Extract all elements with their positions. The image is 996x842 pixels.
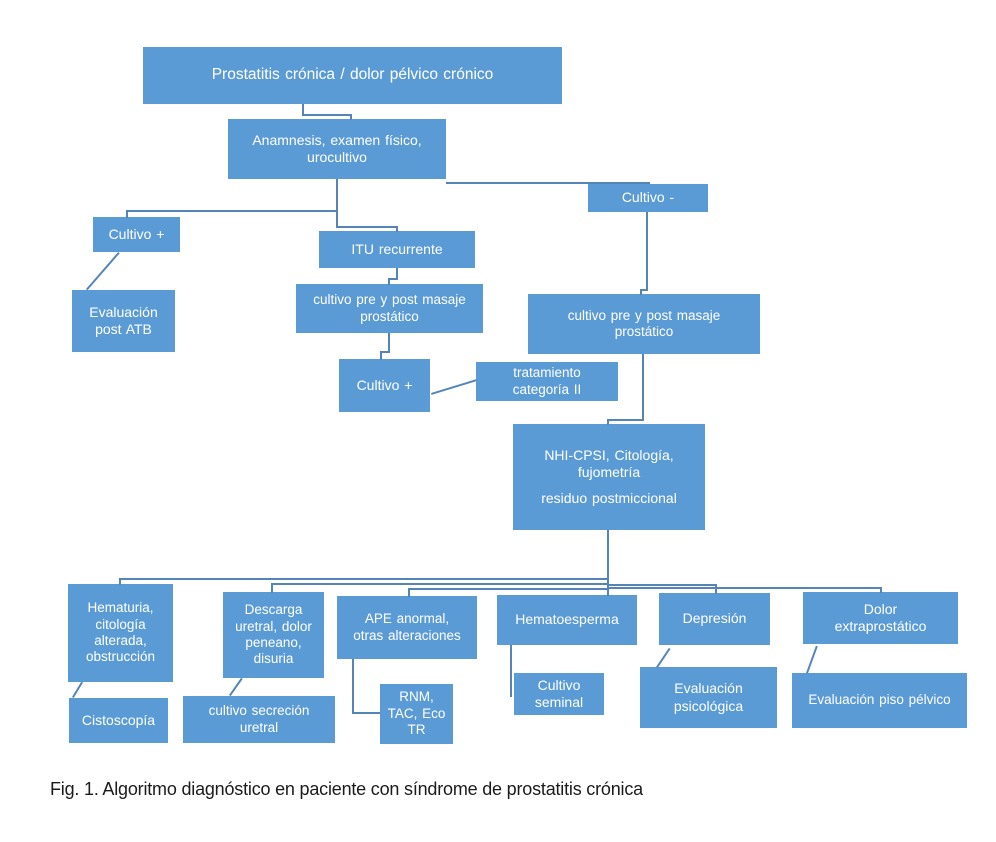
connector-fan-to-hematuria-v — [119, 578, 121, 585]
connector-fan-to-dolor-h — [607, 587, 882, 589]
node-descarga-uretral: Descarga uretral, dolor peneano, disuria — [223, 592, 324, 678]
connector-cultivo2-to-tratamiento — [431, 379, 477, 395]
node-cultivo-masaje-prostatico-izquierda: cultivo pre y post masaje prostático — [296, 284, 483, 333]
node-dolor-extraprostatico: Dolor extraprostático — [803, 592, 958, 644]
connector-fan-to-descarga-h — [271, 583, 609, 585]
connector-fan-to-ape-h — [408, 588, 609, 590]
node-rnm-tac-eco-tr: RNM, TAC, Eco TR — [380, 684, 453, 744]
node-cultivo-positivo: Cultivo + — [93, 217, 180, 252]
connector-to-itu-v — [396, 226, 398, 232]
connector-masaje-to-cultivo2-h — [380, 351, 390, 353]
node-nhi-cpsi: NHI-CPSI, Citología, fujometría residuo … — [513, 424, 705, 530]
connector-fan-to-dolor-v — [880, 587, 882, 593]
connector-itu-to-masaje-h — [388, 278, 398, 280]
node-nhi-cpsi-line2: residuo postmiccional — [541, 490, 677, 507]
connector-cultivo-negativo-foot-v — [640, 289, 642, 295]
node-evaluacion-piso-pelvico: Evaluación piso pélvico — [792, 673, 967, 728]
node-cultivo-negativo: Cultivo - — [588, 184, 708, 212]
node-prostatitis-cronica: Prostatitis crónica / dolor pélvico crón… — [143, 47, 562, 104]
node-evaluacion-post-atb: Evaluación post ATB — [72, 290, 175, 352]
connector-fan-to-depresion-h — [607, 584, 717, 586]
node-anamnesis: Anamnesis, examen físico, urocultivo — [228, 119, 446, 179]
connector-anamnesis-stem — [336, 179, 338, 228]
connector-depresion-to-psicologica — [656, 647, 671, 669]
connector-cultivo-negativo-down-v — [646, 212, 648, 291]
connector-to-itu-h — [336, 226, 398, 228]
connector-ape-to-rnm-v — [352, 659, 354, 714]
connector-dolor-to-piso-pelvico — [806, 645, 818, 674]
node-cultivo-seminal: Cultivo seminal — [514, 673, 604, 715]
connector-fan-to-descarga-v — [271, 583, 273, 593]
connector-root-to-anamnesis-h — [302, 114, 352, 116]
connector-to-cultivo-positivo-h — [126, 210, 338, 212]
node-hematuria: Hematuria, citología alterada, obstrucci… — [68, 584, 173, 682]
node-itu-recurrente: ITU recurrente — [319, 231, 475, 268]
connector-masaje-to-cultivo2-v — [388, 333, 390, 353]
connector-nhi-stem — [607, 530, 609, 596]
connector-fan-to-depresion-v — [715, 584, 717, 594]
connector-fan-to-ape-v — [408, 588, 410, 597]
node-ape-anormal: APE anormal, otras alteraciones — [337, 596, 477, 659]
connector-to-cultivo-positivo-v — [126, 210, 128, 218]
connector-masaje-to-nhi-v — [642, 354, 644, 421]
connector-cultivo-positivo-to-eval-atb — [86, 252, 120, 291]
connector-masaje-to-nhi-h — [607, 419, 644, 421]
figure-caption: Fig. 1. Algoritmo diagnóstico en pacient… — [50, 779, 643, 799]
connector-root-to-anamnesis-v2 — [350, 114, 352, 120]
node-cultivo-masaje-prostatico-derecha: cultivo pre y post masaje prostático — [528, 294, 760, 354]
connector-masaje-to-cultivo2-v2 — [380, 351, 382, 360]
node-hematoesperma: Hematoesperma — [497, 595, 637, 645]
connector-hematuria-to-cistoscopia — [72, 681, 83, 699]
connector-itu-to-masaje-v2 — [388, 278, 390, 285]
connector-itu-to-masaje-v — [396, 268, 398, 280]
connector-ape-to-rnm-h — [352, 712, 380, 714]
connector-descarga-to-secrecion — [229, 677, 243, 697]
connector-to-cultivo-negativo-h — [446, 182, 650, 184]
node-tratamiento-categoria-ii: tratamiento categoría II — [476, 362, 618, 401]
node-depresion: Depresión — [659, 593, 770, 645]
connector-fan-to-hematuria-h — [119, 578, 609, 580]
node-cultivo-positivo-2: Cultivo + — [339, 359, 430, 412]
connector-hematoesperma-to-seminal-v — [510, 645, 512, 697]
connector-root-to-anamnesis-v — [302, 104, 304, 116]
node-cistoscopia: Cistoscopía — [69, 698, 168, 743]
node-evaluacion-psicologica: Evaluación psicológica — [640, 667, 777, 728]
node-nhi-cpsi-line1: NHI-CPSI, Citología, fujometría — [544, 446, 674, 480]
connector-masaje-to-nhi-v2 — [607, 419, 609, 425]
node-cultivo-secrecion-uretral: cultivo secreción uretral — [183, 696, 335, 743]
connector-cultivo-negativo-foot-h — [640, 289, 648, 291]
